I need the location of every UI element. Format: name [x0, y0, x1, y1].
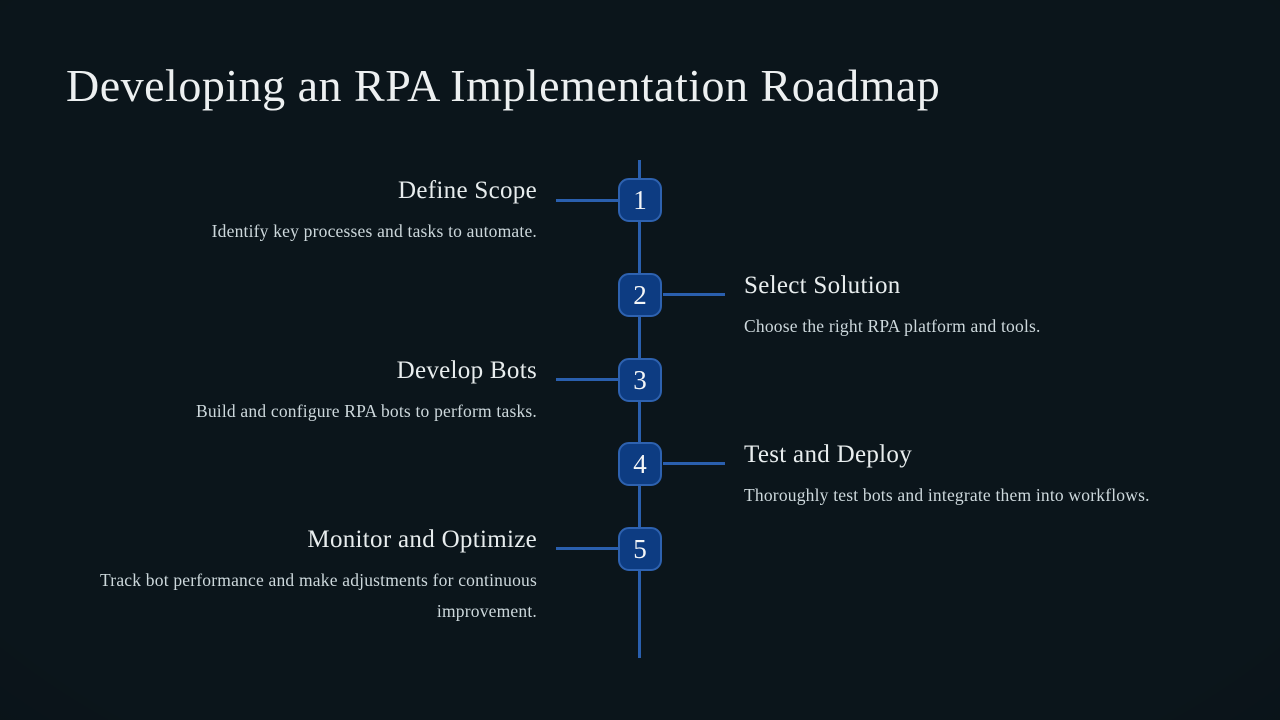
step-2-title: Select Solution	[744, 272, 901, 299]
step-1-text: Define Scope Identify key processes and …	[67, 174, 537, 247]
connector-step-1	[556, 199, 618, 202]
node-number-1: 1	[633, 184, 647, 215]
node-number-2: 2	[633, 279, 647, 310]
step-5-title: Monitor and Optimize	[307, 526, 537, 553]
step-4-title: Test and Deploy	[744, 441, 912, 468]
step-2-text: Select Solution Choose the right RPA pla…	[744, 269, 1164, 342]
timeline-vertical-line	[638, 160, 641, 658]
step-1-title: Define Scope	[398, 177, 537, 204]
timeline-node-3: 3	[618, 358, 662, 402]
step-2-description: Choose the right RPA platform and tools.	[744, 316, 1041, 336]
connector-step-5	[556, 547, 618, 550]
connector-step-4	[663, 462, 725, 465]
slide-title: Developing an RPA Implementation Roadmap	[66, 60, 941, 111]
connector-step-3	[556, 378, 618, 381]
timeline-node-5: 5	[618, 527, 662, 571]
timeline-node-2: 2	[618, 273, 662, 317]
step-3-text: Develop Bots Build and configure RPA bot…	[67, 354, 537, 427]
step-4-description: Thoroughly test bots and integrate them …	[744, 485, 1150, 505]
step-5-text: Monitor and Optimize Track bot performan…	[67, 523, 537, 627]
step-4-text: Test and Deploy Thoroughly test bots and…	[744, 438, 1164, 511]
step-3-title: Develop Bots	[396, 357, 537, 384]
timeline-node-1: 1	[618, 178, 662, 222]
node-number-5: 5	[633, 533, 647, 564]
step-5-description: Track bot performance and make adjustmen…	[100, 570, 537, 621]
connector-step-2	[663, 293, 725, 296]
timeline-node-4: 4	[618, 442, 662, 486]
node-number-3: 3	[633, 364, 647, 395]
step-3-description: Build and configure RPA bots to perform …	[195, 401, 537, 421]
node-number-4: 4	[633, 448, 647, 479]
step-1-description: Identify key processes and tasks to auto…	[211, 221, 537, 241]
